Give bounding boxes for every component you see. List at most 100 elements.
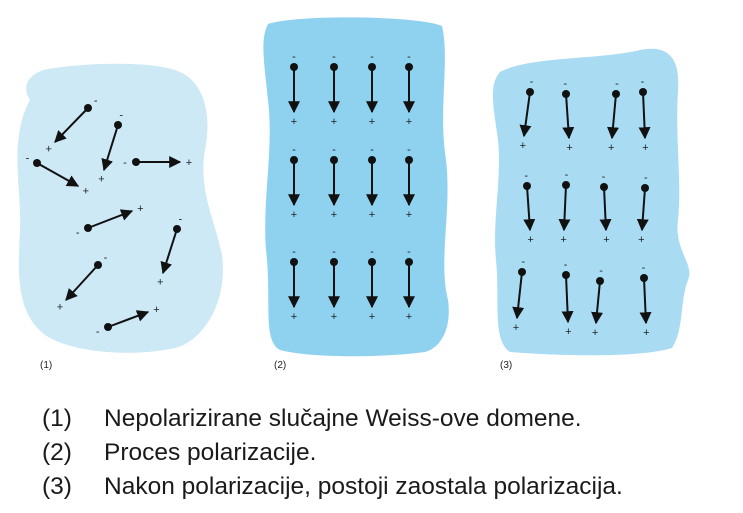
legend-text: Nakon polarizacije, postoji zaostala pol…	[104, 473, 623, 500]
dipole-head-dot	[639, 88, 647, 96]
dipole-head-dot	[641, 184, 649, 192]
positive-sign: +	[603, 234, 609, 246]
dipole-head-dot	[330, 63, 338, 71]
dipole-head-dot	[84, 224, 92, 232]
dipole-head-dot	[290, 63, 298, 71]
negative-sign: -	[178, 214, 182, 226]
panel-3-label: (3)	[500, 360, 512, 371]
dipole-shaft	[519, 91, 532, 138]
legend-number: (3)	[42, 473, 72, 500]
dipole-shaft	[512, 271, 525, 320]
dipole-shaft	[636, 187, 649, 232]
panel-1: -+-+-+-+-+-+-+-+ (1)	[17, 63, 223, 371]
dipole-head-dot	[562, 271, 570, 279]
dipole-shaft	[523, 185, 536, 232]
dipole-head-dot	[562, 181, 570, 189]
negative-sign: -	[26, 153, 30, 165]
negative-sign: -	[370, 246, 374, 258]
positive-sign: +	[137, 203, 143, 215]
dipole-arrow: -+	[288, 51, 300, 128]
dipole-arrow: -+	[599, 171, 612, 246]
domain-diagram: -+-+-+-+-+-+-+-+ (1) -+-+-+-+-+-+-+-+-+-…	[17, 17, 690, 371]
panel-1-dipoles: -+-+-+-+-+-+-+-+	[26, 95, 193, 338]
dipole-head-dot	[94, 261, 102, 269]
negative-sign: -	[407, 51, 411, 63]
dipole-shaft	[87, 209, 134, 229]
dipole-head-dot	[405, 156, 413, 164]
positive-sign: +	[157, 277, 163, 289]
dipole-head-dot	[405, 258, 413, 266]
dipole-head-dot	[132, 158, 140, 166]
dipole-shaft	[562, 93, 575, 140]
negative-sign: -	[602, 171, 606, 183]
dipole-arrow: -+	[288, 144, 300, 221]
positive-sign: +	[406, 209, 412, 221]
dipole-head-dot	[84, 104, 92, 112]
dipole-head-dot	[596, 277, 604, 285]
positive-sign: +	[331, 311, 337, 323]
dipole-arrow: -+	[558, 169, 571, 246]
negative-sign: -	[641, 76, 645, 88]
positive-sign: +	[331, 209, 337, 221]
positive-sign: +	[565, 326, 571, 338]
dipole-head-dot	[33, 159, 41, 167]
dipole-head-dot	[114, 121, 122, 129]
dipole-arrow: -+	[57, 252, 108, 314]
dipole-arrow: -+	[96, 304, 160, 338]
dipole-shaft	[160, 228, 178, 275]
positive-sign: +	[153, 304, 159, 316]
negative-sign: -	[407, 144, 411, 156]
dipole-arrow: -+	[328, 246, 340, 323]
dipole-arrow: -+	[46, 95, 98, 155]
dipole-head-dot	[640, 274, 648, 282]
dipole-arrow: -+	[639, 262, 652, 339]
dipole-arrow: -+	[403, 51, 415, 128]
dipole-head-dot	[523, 182, 531, 190]
legend-text: Proces polarizacije.	[104, 439, 317, 466]
dipole-head-dot	[526, 88, 534, 96]
dipole-arrow: -+	[562, 78, 575, 154]
dipole-shaft	[599, 186, 612, 232]
panel-1-domain	[17, 63, 223, 353]
positive-sign: +	[369, 311, 375, 323]
dipole-arrow: -+	[157, 214, 182, 289]
negative-sign: -	[370, 144, 374, 156]
positive-sign: +	[608, 142, 614, 154]
dipole-shaft	[101, 124, 119, 172]
negative-sign: -	[615, 78, 619, 90]
dipole-head-dot	[290, 156, 298, 164]
dipole-arrow: -+	[638, 76, 651, 154]
dipole-head-dot	[330, 156, 338, 164]
dipole-arrow: -+	[328, 144, 340, 221]
positive-sign: +	[520, 140, 526, 152]
dipole-arrow: -+	[403, 144, 415, 221]
negative-sign: -	[644, 172, 648, 184]
negative-sign: -	[530, 76, 534, 88]
dipole-arrow: -+	[591, 265, 604, 339]
panel-2: -+-+-+-+-+-+-+-+-+-+-+-+ (2)	[263, 17, 449, 371]
panel-1-label: (1)	[40, 360, 52, 371]
positive-sign: +	[560, 234, 566, 246]
negative-sign: -	[123, 157, 127, 169]
positive-sign: +	[57, 302, 63, 314]
positive-sign: +	[331, 116, 337, 128]
negative-sign: -	[642, 262, 646, 274]
negative-sign: -	[565, 169, 569, 181]
panel-3-dipoles: -+-+-+-+-+-+-+-+-+-+-+-+	[512, 76, 652, 339]
positive-sign: +	[291, 209, 297, 221]
dipole-arrow: -+	[519, 76, 534, 152]
negative-sign: -	[292, 144, 296, 156]
negative-sign: -	[104, 252, 108, 264]
dipole-arrow: -+	[328, 51, 340, 128]
negative-sign: -	[96, 326, 100, 338]
dipole-arrow: -+	[123, 156, 192, 169]
dipole-shaft	[561, 274, 574, 324]
dipole-shaft	[54, 107, 89, 143]
dipole-head-dot	[368, 258, 376, 266]
dipole-arrow: -+	[607, 78, 620, 154]
positive-sign: +	[186, 157, 192, 169]
dipole-shaft	[639, 277, 652, 325]
caption-legend: (1) Nepolarizirane slučajne Weiss-ove do…	[42, 402, 623, 504]
negative-sign: -	[76, 227, 80, 239]
negative-sign: -	[292, 51, 296, 63]
